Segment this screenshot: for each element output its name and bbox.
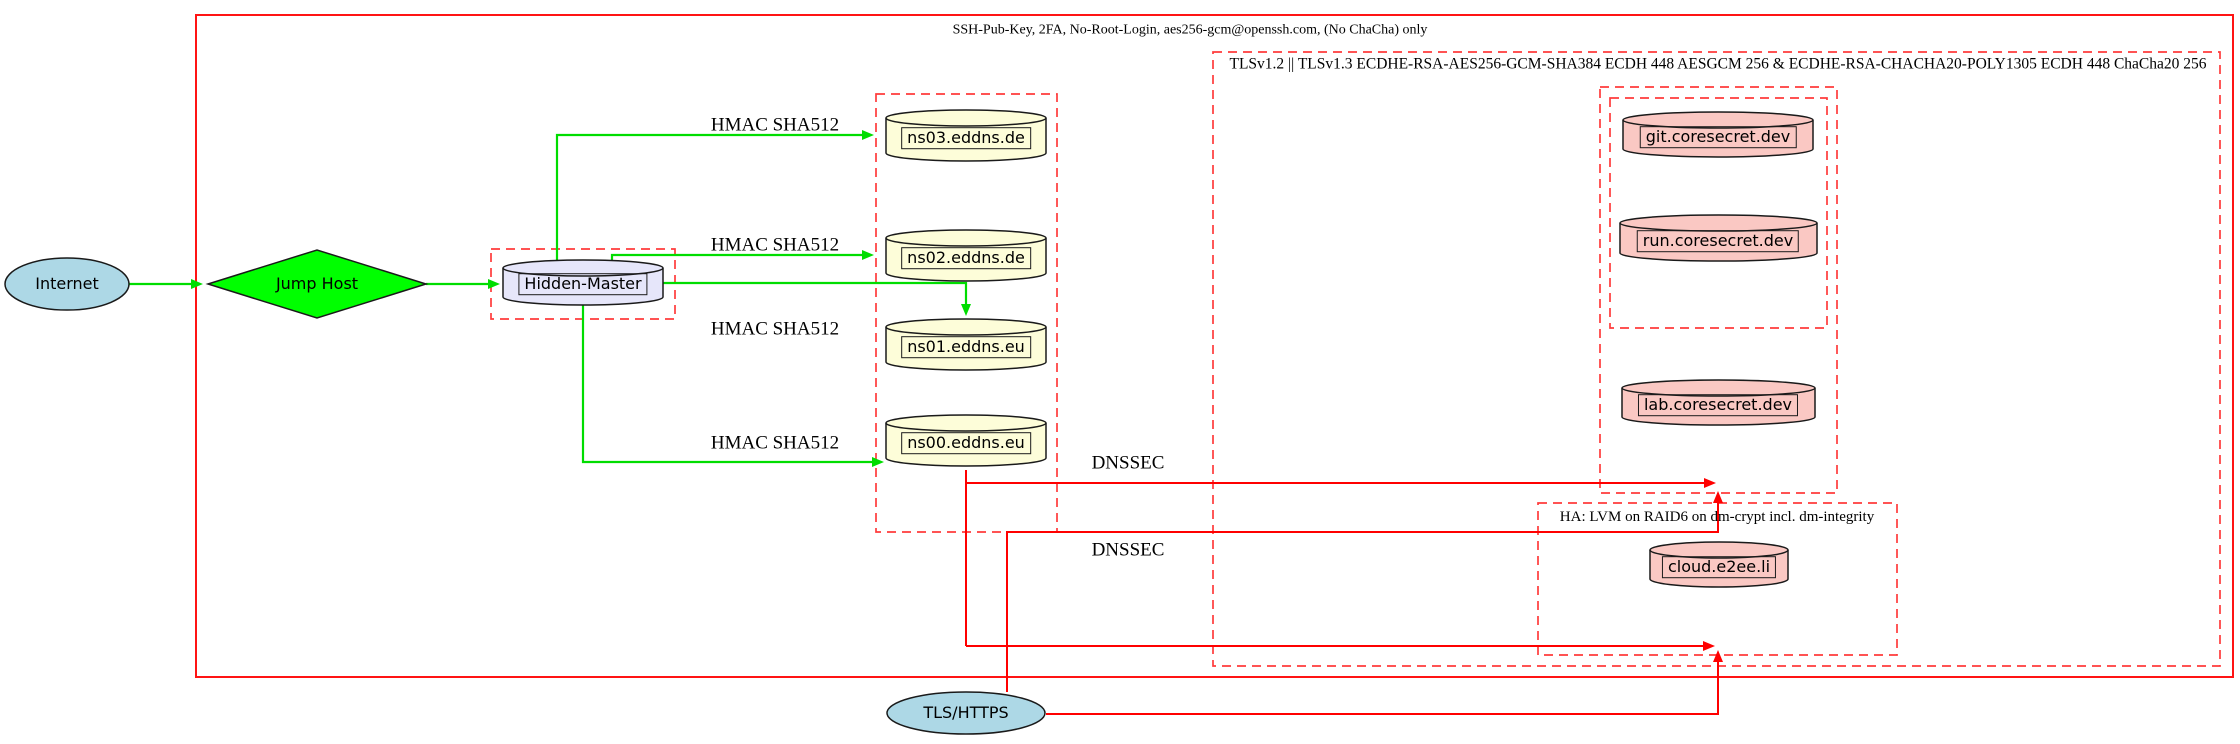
node-ns02-label: ns02.eddns.de — [901, 247, 1031, 269]
node-ns00-shape-lid — [885, 422, 1047, 432]
node-hidden-master-shape-lid — [502, 267, 664, 277]
node-jump-host-shape — [205, 249, 429, 319]
node-cloud-shape-lid — [1649, 549, 1789, 559]
cluster-tls — [1212, 51, 2221, 667]
node-lab-shape — [1621, 379, 1816, 426]
node-tls-https-shape — [886, 691, 1046, 735]
cluster-services-inner — [1609, 97, 1828, 329]
node-hidden-master-label: Hidden-Master — [518, 273, 648, 295]
node-internet-shape — [4, 257, 130, 311]
node-ns00-label: ns00.eddns.eu — [901, 432, 1031, 454]
edge-hiddenmaster-ns00 — [581, 304, 884, 467]
node-ns02-shape-lid — [885, 237, 1047, 247]
node-git-shape-lid — [1622, 119, 1814, 129]
node-internet-label: Internet — [35, 274, 99, 294]
node-cloud-label: cloud.e2ee.li — [1661, 556, 1777, 578]
cluster-ssh-boundary-label: SSH-Pub-Key, 2FA, No-Root-Login, aes256-… — [952, 22, 1428, 38]
edge-tlshttps-ha — [1046, 650, 1723, 715]
node-git-shape — [1622, 111, 1814, 158]
node-cloud-shape — [1649, 541, 1789, 588]
cluster-ssh-boundary — [195, 14, 2234, 678]
cluster-ha-label: HA: LVM on RAID6 on dm-crypt incl. dm-in… — [1559, 508, 1875, 525]
cluster-tls-label: TLSv1.2 || TLSv1.3 ECDHE-RSA-AES256-GCM-… — [1229, 55, 2207, 73]
node-run-shape — [1619, 214, 1818, 262]
node-lab-label: lab.coresecret.dev — [1637, 394, 1799, 416]
node-tls-https-label: TLS/HTTPS — [923, 703, 1009, 723]
edge-hiddenmaster-ns03 — [555, 130, 874, 261]
node-ns03-label: ns03.eddns.de — [901, 127, 1031, 149]
edge-label-dnssec-bottom: DNSSEC — [1091, 539, 1165, 561]
edge-label-hmac-ns03: HMAC SHA512 — [710, 114, 840, 136]
node-hidden-master-shape — [502, 259, 664, 306]
node-git-label: git.coresecret.dev — [1639, 126, 1797, 148]
node-lab-shape-lid — [1621, 387, 1816, 397]
edge-label-hmac-ns00: HMAC SHA512 — [710, 432, 840, 454]
edge-tlshttps-services-dnssec — [1006, 491, 1723, 692]
edge-label-hmac-ns01: HMAC SHA512 — [710, 318, 840, 340]
edge-label-dnssec-top: DNSSEC — [1091, 452, 1165, 474]
node-ns03-shape-lid — [885, 117, 1047, 127]
node-ns01-label: ns01.eddns.eu — [901, 336, 1031, 358]
edge-hiddenmaster-ns02 — [610, 250, 874, 261]
node-run-label: run.coresecret.dev — [1636, 230, 1800, 252]
edge-label-hmac-ns02: HMAC SHA512 — [710, 234, 840, 256]
node-jump-host-label: Jump Host — [275, 274, 359, 294]
edge-hiddenmaster-ns01 — [663, 281, 971, 316]
node-ns01-shape-lid — [885, 326, 1047, 336]
cluster-services-outer — [1599, 86, 1838, 494]
